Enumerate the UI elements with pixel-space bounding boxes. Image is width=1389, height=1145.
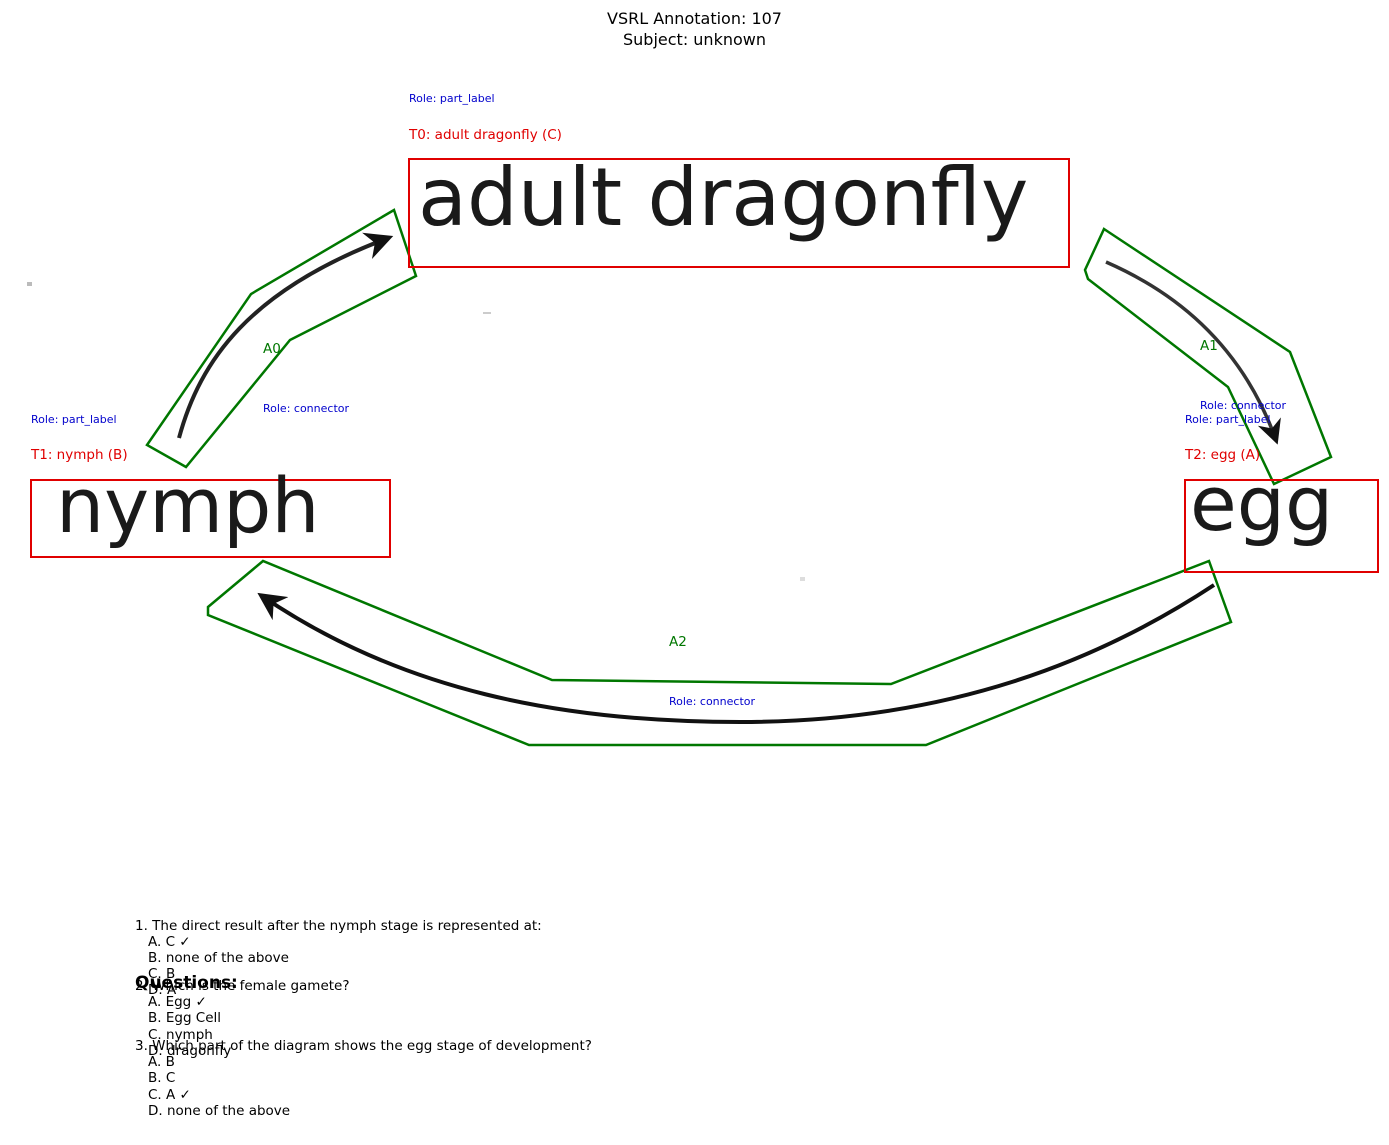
t0-box (408, 158, 1070, 268)
question-2: 2. Which is the female gamete? (135, 978, 350, 994)
t1-box (30, 479, 391, 558)
t0-word: adult dragonfly (418, 151, 1029, 244)
arrow-a1-line (1105, 260, 1281, 445)
arrow-a2-line (257, 583, 1216, 725)
question-1-option-d: D. A (148, 982, 177, 998)
t2-box (1184, 479, 1379, 573)
arrow-a1-outline (1083, 227, 1333, 486)
question-2-option-c: C. nymph (148, 1027, 213, 1043)
t1-word: nymph (56, 461, 320, 550)
question-3-option-c: C. A ✓ (148, 1087, 191, 1103)
questions-heading: Questions: (135, 973, 238, 993)
question-2-option-a: A. Egg ✓ (148, 994, 207, 1010)
question-1-option-c: C. B (148, 966, 176, 982)
arrow-a2-outline (206, 559, 1233, 747)
arrow-a0-line (177, 232, 394, 439)
question-1-option-a: A. C ✓ (148, 934, 191, 950)
t0-label: T0: adult dragonfly (C) (409, 127, 562, 143)
question-2-option-d: D. dragonfly (148, 1043, 232, 1059)
t1-label: T1: nymph (B) (31, 447, 128, 463)
question-2-option-b: B. Egg Cell (148, 1010, 222, 1026)
diagram-title: VSRL Annotation: 107 (607, 9, 782, 28)
noise-speck (483, 312, 491, 314)
a1-role: Role: connector (1200, 399, 1287, 412)
noise-speck (800, 577, 805, 581)
t2-word: egg (1190, 459, 1334, 548)
t2-role: Role: part_label (1185, 413, 1271, 426)
t1-role: Role: part_label (31, 413, 117, 426)
arrow-a0-outline (145, 208, 418, 469)
a2-label: A2 (669, 634, 687, 650)
diagram-subtitle: Subject: unknown (623, 30, 766, 49)
t0-role: Role: part_label (409, 92, 495, 105)
question-3: 3. Which part of the diagram shows the e… (135, 1038, 592, 1054)
a0-role: Role: connector (263, 402, 350, 415)
question-1: 1. The direct result after the nymph sta… (135, 918, 542, 934)
question-3-option-d: D. none of the above (148, 1103, 291, 1119)
a2-role: Role: connector (669, 695, 756, 708)
t2-label: T2: egg (A) (1185, 447, 1261, 463)
a0-label: A0 (263, 341, 281, 357)
noise-speck (27, 282, 32, 286)
question-3-option-b: B. C (148, 1070, 176, 1086)
question-1-option-b: B. none of the above (148, 950, 289, 966)
question-3-option-a: A. B (148, 1054, 175, 1070)
a1-label: A1 (1200, 338, 1218, 354)
